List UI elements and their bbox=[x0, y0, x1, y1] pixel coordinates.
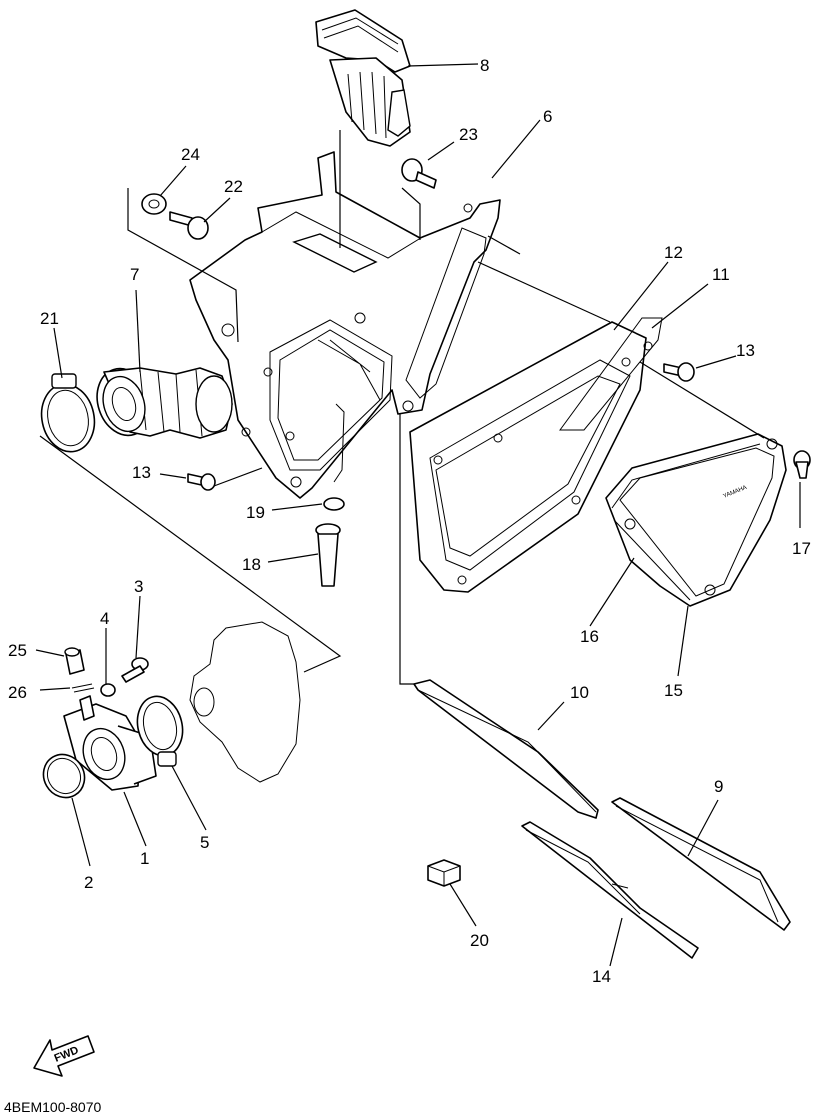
part-8-intake-duct bbox=[315, 9, 411, 147]
callout-4: 4 bbox=[100, 609, 109, 628]
part-12-gasket bbox=[409, 321, 647, 593]
callout-18: 18 bbox=[242, 555, 261, 574]
callout-1: 1 bbox=[140, 849, 149, 868]
callout-25: 25 bbox=[8, 641, 27, 660]
fwd-arrow-icon: FWD bbox=[33, 1035, 95, 1077]
callout-21: 21 bbox=[40, 309, 59, 328]
callout-16: 16 bbox=[580, 627, 599, 646]
assembly-lines bbox=[39, 130, 765, 685]
callout-14: 14 bbox=[592, 967, 611, 986]
part-3-screw bbox=[121, 657, 149, 683]
callout-9: 9 bbox=[714, 777, 723, 796]
diagram-code: 4BEM100-8070 bbox=[4, 1099, 102, 1115]
part-25-pipe bbox=[64, 647, 85, 675]
part-13-screw-right bbox=[663, 362, 695, 382]
callout-23: 23 bbox=[459, 125, 478, 144]
part-15-side-cover: YAMAHA bbox=[605, 433, 787, 607]
callout-8: 8 bbox=[480, 56, 489, 75]
part-6-air-box bbox=[189, 151, 501, 499]
part-22-bolt bbox=[169, 211, 209, 240]
part-26-clip bbox=[71, 683, 95, 693]
part-17-screw bbox=[793, 450, 811, 479]
callout-26: 26 bbox=[8, 683, 27, 702]
part-19-clip bbox=[323, 497, 345, 511]
part-13-screw-left bbox=[187, 473, 216, 491]
callout-2: 2 bbox=[84, 873, 93, 892]
callout-labels: 8 6 23 24 22 7 21 12 11 13 17 13 19 18 1… bbox=[8, 56, 811, 986]
part-2-o-ring bbox=[42, 753, 86, 799]
part-21-clamp bbox=[40, 373, 96, 453]
part-24-washer bbox=[141, 193, 167, 215]
part-11-filter-holder bbox=[559, 317, 663, 431]
callout-12: 12 bbox=[664, 243, 683, 262]
carburetor-reference-outline bbox=[189, 621, 301, 783]
part-10-element bbox=[413, 679, 599, 819]
callout-20: 20 bbox=[470, 931, 489, 950]
callout-22: 22 bbox=[224, 177, 243, 196]
callout-3: 3 bbox=[134, 577, 143, 596]
callout-13-left: 13 bbox=[132, 463, 151, 482]
callout-7: 7 bbox=[130, 265, 139, 284]
part-16-seal bbox=[611, 443, 761, 601]
part-9-element bbox=[611, 797, 791, 931]
part-7-joint-hose bbox=[96, 367, 233, 439]
part-14-element bbox=[521, 821, 699, 959]
callout-5: 5 bbox=[200, 833, 209, 852]
callout-24: 24 bbox=[181, 145, 200, 164]
part-23-bolt bbox=[401, 158, 437, 189]
part-18-drain-pipe bbox=[315, 523, 341, 587]
part-4-washer bbox=[100, 683, 116, 697]
callout-19: 19 bbox=[246, 503, 265, 522]
part-5-clamp bbox=[136, 695, 184, 767]
leader-lines bbox=[35, 63, 801, 967]
callout-15: 15 bbox=[664, 681, 683, 700]
part-20-block bbox=[427, 859, 461, 887]
callout-6: 6 bbox=[543, 107, 552, 126]
callout-17: 17 bbox=[792, 539, 811, 558]
callout-10: 10 bbox=[570, 683, 589, 702]
callout-13-right: 13 bbox=[736, 341, 755, 360]
callout-11: 11 bbox=[712, 265, 730, 284]
